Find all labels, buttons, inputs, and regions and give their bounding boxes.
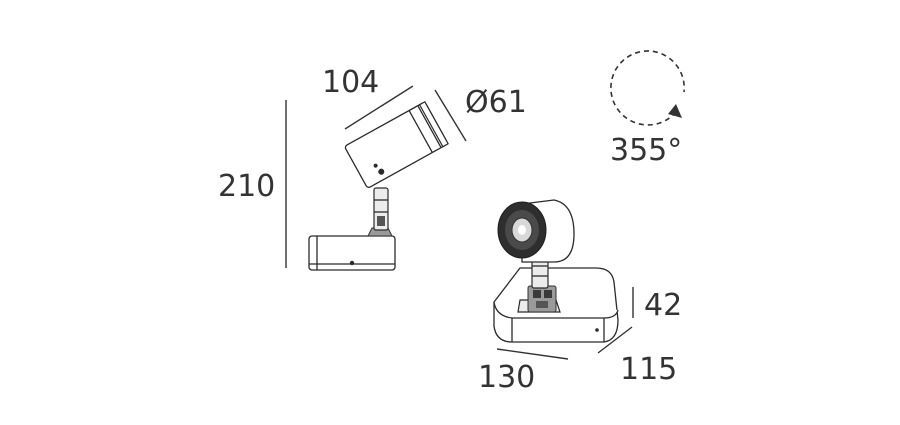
base-height-label: 42 (644, 288, 682, 323)
height-total-label: 210 (218, 169, 275, 204)
side-view-stem (373, 187, 389, 231)
base-width-label: 115 (620, 352, 677, 387)
perspective-view-drawing (493, 199, 634, 360)
rotation-arrow-icon (668, 104, 682, 118)
head-diameter-label: Ø61 (465, 85, 527, 120)
rotation-indicator (610, 50, 686, 126)
side-view-base (308, 227, 396, 271)
side-view-head (344, 100, 449, 188)
head-length-label: 104 (322, 65, 379, 100)
base-width-dimension-line (597, 326, 633, 354)
base-length-dimension-line (496, 348, 569, 360)
head-length-dimension-line (344, 85, 414, 130)
base-length-label: 130 (478, 360, 535, 395)
perspective-joint (527, 285, 557, 313)
perspective-head (497, 199, 575, 263)
head-diameter-dimension-line (434, 89, 467, 142)
side-view-drawing (285, 85, 467, 271)
rotation-angle-label: 355° (610, 133, 682, 168)
rotation-arc (610, 50, 686, 126)
